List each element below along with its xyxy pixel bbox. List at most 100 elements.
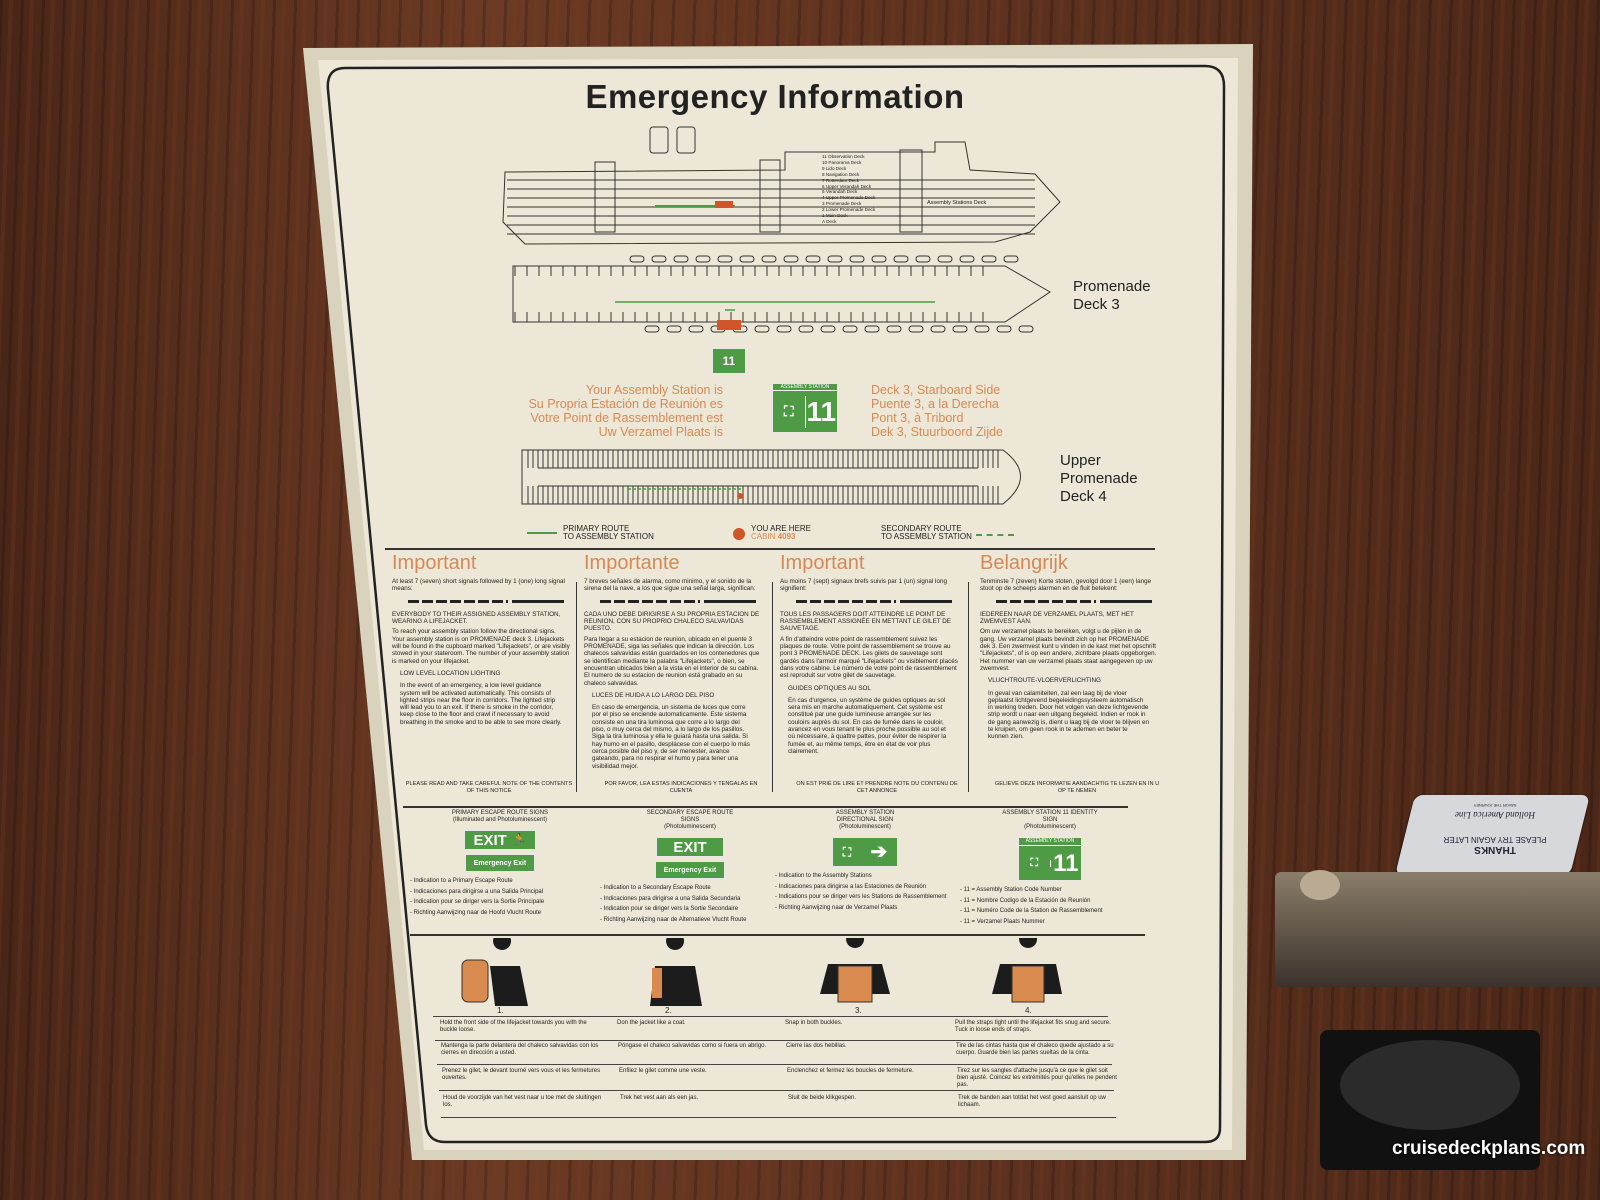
assembly-deck-label: Assembly Stations Deck [927,200,987,206]
column-footer: GELIEVE DEZE INFORMATIE AANDACHTIG TE LE… [994,781,1160,794]
step-number: 4. [1025,1006,1032,1015]
lifeboat-icon [820,325,836,333]
sign-title: PRIMARY ESCAPE ROUTE SIGNS [451,810,549,816]
lifeboat-icon [842,325,858,333]
sign-meaning: - Richting Aanwijzing naar de Hoofd Vluc… [410,909,542,916]
column-instruction: CADA UNO DEBE DIRIGIRSE A SU PROPRIA EST… [584,610,760,633]
step-instruction: Tirez sur les sangles d'attache jusqu'à … [957,1068,1117,1088]
figure-step-3 [820,938,890,1003]
signal-pattern [996,598,1158,605]
sign-note: (Photoluminescent) [839,824,891,830]
lifeboat-icon [673,255,689,263]
divider [385,548,1155,550]
step-instruction: Enfilez le gilet comme une veste. [619,1068,707,1074]
lock-screw [1300,870,1340,900]
sign-note: (Photoluminescent) [664,824,716,830]
sign-number: 11 [804,395,837,428]
sign-note: (Photoluminescent) [1024,824,1076,830]
sign-meaning: - Indication pour se diriger vers la Sor… [410,899,545,905]
column-intro: 7 breves señales de alarma, como minimo,… [584,578,756,593]
step-number: 2. [665,1006,672,1015]
column-body-2: In geval van calamiteiten, zal een laag … [988,689,1150,741]
column-body-2: En cas d'urgence, un système de guides o… [788,696,947,755]
lifeboat-icon [805,255,821,263]
notice-column: Belangrijk Tenminste 7 (zeven) Korte sto… [980,552,1158,744]
column-instruction: IEDEREEN NAAR DE VERZAMEL PLAATS, MET HE… [980,610,1134,626]
you-are-here-marker [717,320,741,330]
sign-title: ASSEMBLY STATION 11 IDENTITY SIGN [1002,810,1098,823]
column-divider [576,582,577,792]
lifeboat-icon [937,255,953,263]
column-instruction: EVERYBODY TO THEIR ASSIGNED ASSEMBLY STA… [392,610,561,626]
notice-column: Important Au moins 7 (sept) signaux bref… [780,552,958,758]
lifeboat-icon [849,255,865,263]
step-instruction: Sluit de beide klikgespen. [788,1095,857,1101]
arrow-right-icon: ➔ [870,840,888,863]
funnel-icon [649,126,669,154]
figure-step-1 [461,938,528,1006]
column-footer: POR FAVOR, LEA ESTAS INDICACIONES Y TENG… [604,781,758,794]
column-heading: Important [780,552,865,574]
column-subheading: LOW LEVEL LOCATION LIGHTING [400,669,501,677]
lifeboat-icon [827,255,843,263]
step-row-divider [435,1040,1110,1041]
assembly-identity-sign: ASSEMBLY STATION⛶11 [1018,837,1082,881]
column-heading: Importante [584,552,680,574]
step-instruction: Mantenga la parte delantera del chaleco … [441,1043,599,1056]
column-subheading: VLUCHTROUTE-VLOERVERLICHTING [988,677,1101,685]
step-number: 1. [497,1006,504,1015]
lifeboat-icon [776,325,792,333]
column-footer: ON EST PRIÉ DE LIRE ET PRENDRE NOTE DU C… [796,781,958,794]
lifeboat-icon [959,255,975,263]
sign-meaning: - Indicaciones para dirigirse a las Esta… [775,883,927,890]
column-body: Para llegar a su estacion de reunion, ub… [584,635,760,687]
lifeboat-icon [886,325,902,333]
step-row-divider [433,1016,1108,1017]
lifeboat-icon [974,325,990,333]
step-instruction: Póngase el chaleco salvavidas como si fu… [618,1043,767,1049]
assembly-direction-sign: ⛶➔ [832,837,898,867]
step-instruction: Hold the front side of the lifejacket to… [440,1020,587,1033]
poster-title: Emergency Information [585,78,965,115]
deck-3-plan [512,255,1051,333]
key-card-submessage: PLEASE TRY AGAIN LATER [1443,835,1547,844]
figure-step-4 [992,938,1062,1003]
step-row-divider [441,1117,1116,1118]
column-body: Om uw verzamel plaats te bereiken, volgt… [980,628,1157,672]
lifeboat-icon [651,255,667,263]
emergency-exit-sign: Emergency Exit [465,854,535,872]
step-instruction: Houd de voorzijde van het vest naar u to… [443,1095,602,1108]
step-instruction: Trek de banden aan totdat het vest goed … [958,1095,1106,1108]
funnel-icon [676,126,696,154]
step-instruction: Snap in both buckles. [785,1020,843,1026]
key-card-tagline: SAVOR THE JOURNEY [1473,803,1517,808]
notice-column: Importante 7 breves señales de alarma, c… [584,552,762,773]
deck-4-plan [521,449,1021,505]
figure-step-2 [650,938,702,1006]
lifeboat-icon [1003,255,1019,263]
column-body: A fin d'atteindre votre point de rassemb… [780,635,958,680]
lifeboat-icon [908,325,924,333]
lifeboat-icon [644,325,660,333]
sign-meaning: - Richting Aanwijzing naar de Alternatie… [600,916,747,923]
column-subheading: GUIDES OPTIQUES AU SOL [788,684,871,692]
assembly-station-sign: ASSEMBLY STATION ⛶11 [772,383,838,433]
lifeboat-icon [739,255,755,263]
assembly-people-icon: ⛶ [1030,856,1039,869]
column-body: To reach your assembly station follow th… [392,628,570,665]
step-number: 3. [855,1006,862,1015]
sign-meaning: - Indications pour se diriger vers les S… [775,894,947,900]
lifeboat-icon [930,325,946,333]
you-are-here-dot [733,528,745,540]
lifeboat-icon [717,255,733,263]
sign-meaning: - Indication to a Secondary Escape Route [600,885,711,891]
column-divider [968,582,969,792]
key-card-message: THANKS [1474,844,1516,855]
route-line [615,301,935,311]
